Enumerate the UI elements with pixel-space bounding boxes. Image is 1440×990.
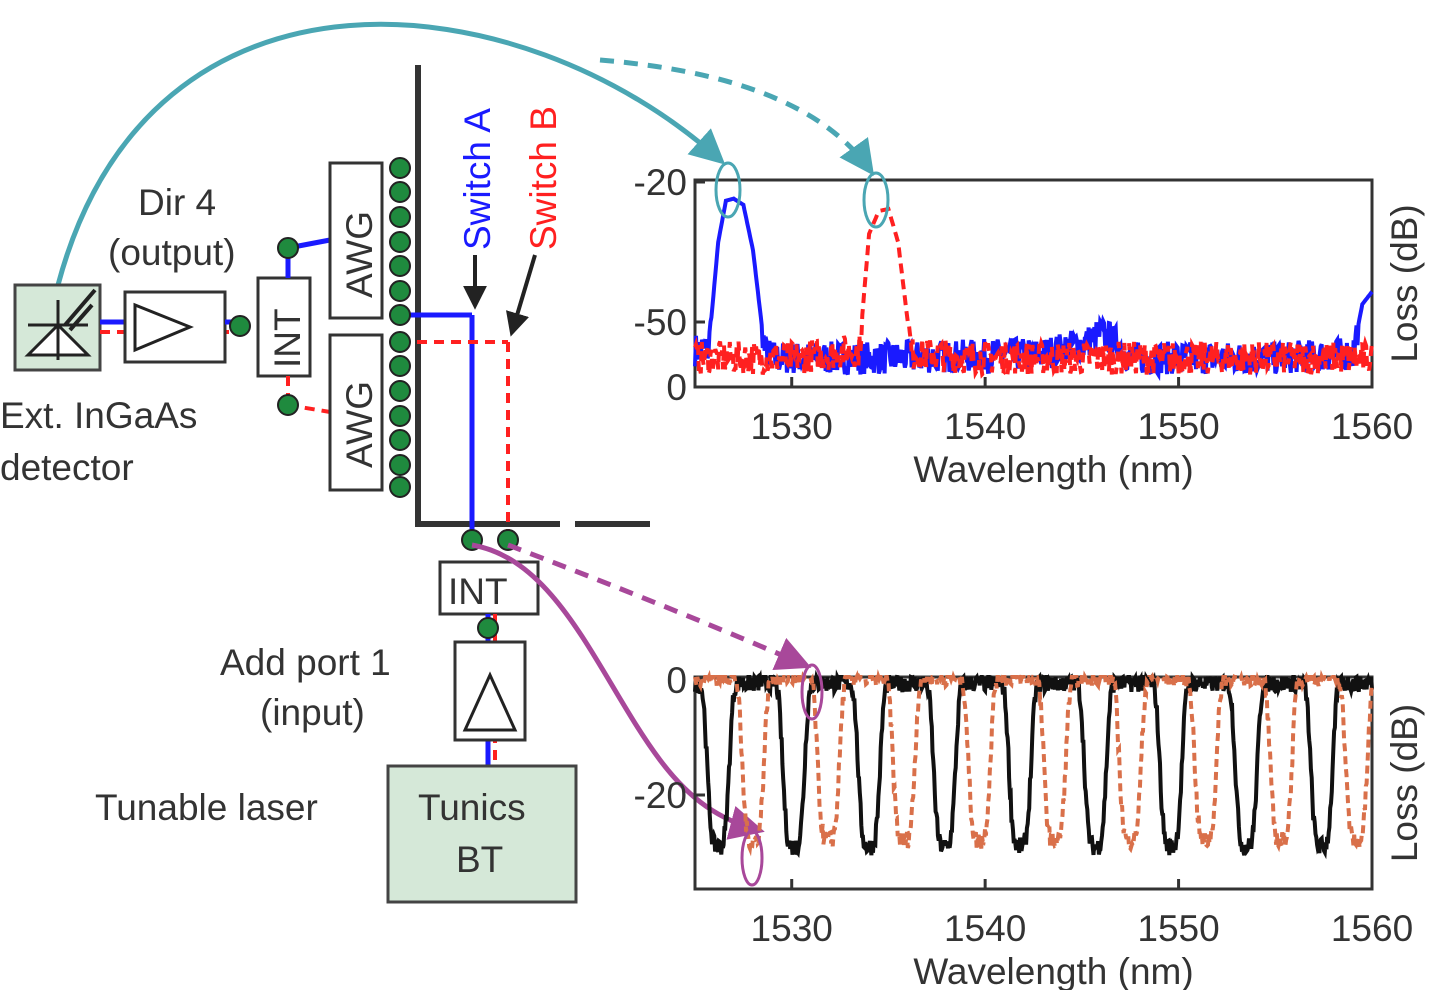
- awg-top-label: AWG: [339, 211, 380, 298]
- plot-frame: [693, 675, 1374, 891]
- amplifier-icon: [462, 671, 518, 732]
- x-tick-label: 1550: [1137, 908, 1219, 949]
- series-line-orange: [693, 669, 1374, 857]
- awg-port: [389, 157, 411, 179]
- detector-block: [13, 283, 102, 372]
- x-axis-label: Wavelength (nm): [913, 951, 1193, 990]
- tunics-laser-box: [386, 764, 578, 904]
- add-port-label: Add port 1: [220, 642, 391, 683]
- int-left-label: INT: [267, 308, 308, 368]
- awg-port: [389, 355, 411, 377]
- awg-port: [389, 304, 411, 326]
- switch-b-label: Switch B: [523, 106, 564, 250]
- amplifier-icon: [133, 302, 194, 353]
- x-tick-label: 1550: [1137, 406, 1219, 447]
- int-bottom-box: [438, 560, 540, 616]
- peak-highlight: [714, 161, 742, 219]
- awg-port: [389, 181, 411, 203]
- x-tick-label: 1560: [1331, 406, 1413, 447]
- bt-label: BT: [456, 839, 503, 880]
- input-label: (input): [260, 692, 365, 733]
- awg-port: [389, 206, 411, 228]
- awg-port: [389, 255, 411, 277]
- awg-port: [389, 280, 411, 302]
- peak-highlight: [740, 829, 764, 887]
- awg-port: [389, 429, 411, 451]
- y-axis-label: Loss (dB): [1384, 704, 1425, 862]
- peak-highlight: [862, 171, 890, 229]
- awg-port: [389, 331, 411, 353]
- purple-solid-arrow: [471, 542, 765, 840]
- int-bottom-label: INT: [448, 571, 508, 612]
- tunics-label: Tunics: [418, 787, 526, 828]
- x-axis-label: Wavelength (nm): [913, 449, 1193, 490]
- awg-port: [389, 405, 411, 427]
- tunable-laser-label: Tunable laser: [95, 787, 318, 828]
- x-tick-label: 1530: [751, 908, 833, 949]
- peak-highlight: [800, 663, 824, 721]
- x-tick-label: 1560: [1331, 908, 1413, 949]
- y-tick-label: 0: [666, 660, 687, 701]
- series-line-red: [693, 206, 1374, 380]
- dir4-label: Dir 4: [138, 182, 216, 223]
- awg-bottom-label: AWG: [339, 381, 380, 468]
- awg-ports: [389, 157, 411, 498]
- awg-top-box: [328, 161, 384, 320]
- y-tick-label: -50: [634, 302, 687, 343]
- y-tick-label: -20: [634, 162, 687, 203]
- x-tick-label: 1530: [751, 406, 833, 447]
- y-axis-label: Loss (dB): [1384, 204, 1425, 362]
- awg-port: [389, 380, 411, 402]
- teal-solid-arrow: [55, 21, 726, 286]
- switch-a-label: Switch A: [457, 108, 498, 250]
- int-left-box: [256, 276, 312, 378]
- awg-port: [389, 476, 411, 498]
- output-label: (output): [108, 232, 236, 273]
- teal-dashed-arrow: [599, 57, 875, 176]
- y-tick-label: 0: [666, 367, 687, 408]
- awg-bottom-box: [328, 333, 384, 492]
- plot-frame: [693, 178, 1374, 389]
- x-tick-label: 1540: [944, 406, 1026, 447]
- awg-port: [389, 231, 411, 253]
- purple-dashed-arrow: [507, 542, 812, 671]
- y-tick-label: -20: [634, 775, 687, 816]
- detector-label-2: detector: [0, 447, 134, 488]
- x-tick-label: 1540: [944, 908, 1026, 949]
- detector-label-1: Ext. InGaAs: [0, 395, 197, 436]
- awg-port: [389, 454, 411, 476]
